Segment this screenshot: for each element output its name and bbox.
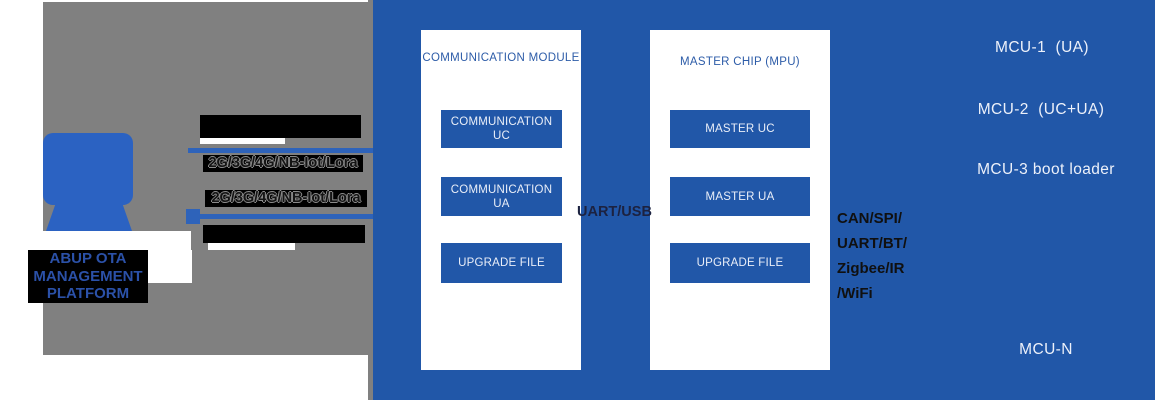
white-strip: [200, 138, 285, 144]
mcu-bus-line4: /WiFi: [837, 285, 873, 302]
mcu-1-label: MCU-1 (UA): [995, 39, 1089, 56]
white-patch: [148, 250, 192, 283]
redacted-text-bar: [200, 115, 361, 138]
redacted-text-bar: [203, 225, 365, 243]
white-margin: [0, 355, 368, 400]
mcu-bus-line3: Zigbee/IR: [837, 260, 905, 277]
downlink-connector-line: [196, 214, 373, 219]
master-uc-block: MASTER UC: [670, 110, 810, 148]
mcu-bus-line1: CAN/SPI/: [837, 210, 903, 227]
uart-usb-label: UART/USB: [577, 204, 652, 220]
communication-module-box: COMMUNICATION MODULE COMMUNICATION UC CO…: [421, 30, 581, 370]
uplink-network-label: 2G/3G/4G/NB-Iot/Lora: [203, 155, 363, 172]
communication-ua-block: COMMUNICATION UA: [441, 177, 562, 216]
mcu-n-label: MCU-N: [1019, 341, 1073, 358]
mcu-bus-line2: UART/BT/: [837, 235, 907, 252]
downlink-connector-cap: [186, 209, 200, 224]
communication-module-title: COMMUNICATION MODULE: [422, 52, 580, 64]
mcu-3-label: MCU-3 boot loader: [977, 161, 1115, 178]
master-chip-box: MASTER CHIP (MPU) MASTER UC MASTER UA UP…: [650, 30, 830, 370]
communication-uc-block: COMMUNICATION UC: [441, 110, 562, 148]
cloud-platform-icon: [43, 133, 133, 205]
mcu-bus-label: CAN/SPI/ UART/BT/ Zigbee/IR /WiFi: [837, 206, 907, 306]
master-ua-block: MASTER UA: [670, 177, 810, 216]
platform-label: ABUP OTA MANAGEMENT PLATFORM: [28, 250, 148, 303]
platform-label-line1: ABUP OTA: [49, 250, 127, 268]
upgrade-file-block: UPGRADE FILE: [670, 243, 810, 283]
cloud-platform-icon-base: [46, 204, 132, 231]
platform-label-line3: PLATFORM: [46, 285, 130, 303]
mcu-2-label: MCU-2 (UC+UA): [977, 101, 1105, 118]
white-patch: [43, 231, 191, 250]
master-chip-title: MASTER CHIP (MPU): [680, 56, 800, 68]
uplink-connector-line: [188, 148, 373, 153]
platform-label-line2: MANAGEMENT: [33, 267, 143, 285]
downlink-network-label: 2G/3G/4G/NB-Iot/Lora: [205, 190, 367, 207]
white-strip: [208, 243, 295, 250]
upgrade-file-block: UPGRADE FILE: [441, 243, 562, 283]
